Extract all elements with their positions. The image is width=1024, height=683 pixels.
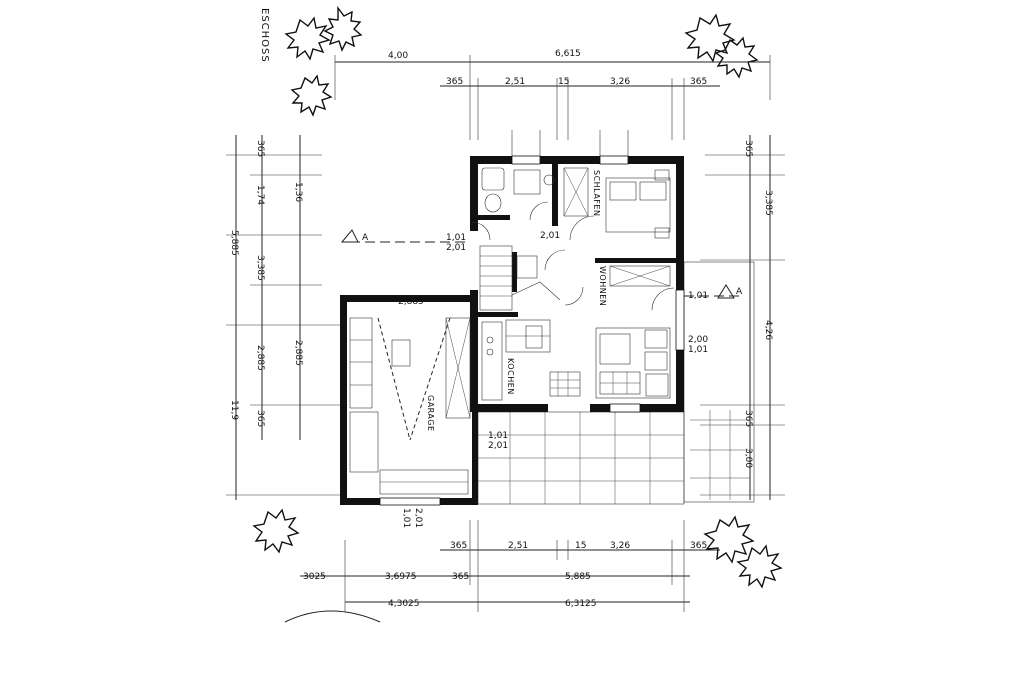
living-room: WOHNEN bbox=[595, 266, 675, 399]
room-label-bedroom: SCHLAFEN bbox=[592, 170, 601, 216]
dim-right-4: 365 bbox=[743, 410, 753, 427]
section-markers: A A bbox=[340, 229, 743, 299]
dimensions-left: 365 1,36 1,74 3,385 2,885 5,885 2,885 11… bbox=[226, 135, 340, 500]
window-openings bbox=[379, 155, 685, 506]
dim-top-inner-2: 2,51 bbox=[505, 77, 525, 87]
dim-left-8: 11,9 bbox=[229, 400, 239, 420]
dim-int-11: 1,01 bbox=[401, 508, 411, 528]
tree-icon-bottom-left bbox=[252, 508, 300, 554]
dim-int-7: 2,01 bbox=[488, 441, 508, 451]
dimensions-top: 4,00 6,615 365 2,51 15 3,26 365 bbox=[334, 49, 771, 158]
dim-left-1: 365 bbox=[255, 140, 265, 157]
tree-icon-bottom-right bbox=[703, 515, 783, 589]
dim-bottom2-1: 3025 bbox=[303, 572, 326, 582]
dim-left-3: 1,74 bbox=[255, 185, 265, 205]
dim-int-5: 2,00 bbox=[688, 335, 708, 345]
dim-top-outer-2: 6,615 bbox=[555, 49, 581, 59]
dim-bottom2-3: 365 bbox=[452, 572, 469, 582]
dim-int-6: 1,01 bbox=[688, 345, 708, 355]
patio-tiles bbox=[477, 411, 685, 505]
interior-dimensions: 2,01 1,01 2,01 1,01 2,00 1,01 2,01 2,885… bbox=[398, 231, 708, 528]
drawing-title: ESCHOSS bbox=[259, 8, 270, 63]
dim-top-inner-4: 3,26 bbox=[610, 77, 630, 87]
garage-walls bbox=[340, 295, 478, 505]
dim-left-4: 3,385 bbox=[255, 255, 265, 281]
staircase bbox=[479, 245, 584, 311]
dim-int-1: 2,01 bbox=[540, 231, 560, 241]
dim-top-inner-3: 15 bbox=[558, 77, 569, 87]
dim-bottom1-4: 3,26 bbox=[610, 541, 630, 551]
dim-right-1: 365 bbox=[743, 140, 753, 157]
dimensions-bottom: 365 2,51 15 3,26 365 3025 3,6975 365 5,8… bbox=[300, 520, 720, 612]
dim-right-5: 3,00 bbox=[743, 448, 753, 468]
dim-bottom3-2: 6,3125 bbox=[565, 599, 597, 609]
bedroom: SCHLAFEN bbox=[563, 167, 671, 287]
dim-bottom3-1: 4,3025 bbox=[388, 599, 420, 609]
dim-int-10: 2,01 bbox=[413, 508, 423, 528]
tree-icon-top-right bbox=[684, 13, 759, 79]
dim-int-4: 1,01 bbox=[688, 291, 708, 301]
dim-right-2: 3,385 bbox=[763, 190, 773, 216]
section-mark-left: A bbox=[362, 233, 369, 243]
dim-top-inner-5: 365 bbox=[690, 77, 707, 87]
room-label-garage: GARAGE bbox=[426, 395, 435, 432]
dim-int-3: 2,01 bbox=[446, 243, 466, 253]
dimensions-right: 365 3,385 4,26 365 3,00 bbox=[700, 135, 785, 500]
dim-int-9: 1,01 bbox=[488, 431, 508, 441]
ground-arc bbox=[284, 610, 381, 623]
tree-icon-top-left bbox=[284, 5, 363, 117]
dim-int-8: 2,885 bbox=[398, 297, 424, 307]
garage-interior: GARAGE bbox=[349, 317, 471, 495]
dim-bottom2-2: 3,6975 bbox=[385, 572, 417, 582]
dim-int-2: 1,01 bbox=[446, 233, 466, 243]
dim-left-2: 1,36 bbox=[293, 182, 303, 202]
dim-left-5: 2,885 bbox=[293, 340, 303, 366]
bathroom-fixtures bbox=[471, 167, 555, 241]
room-label-living: WOHNEN bbox=[598, 266, 607, 306]
section-mark-right: A bbox=[736, 287, 743, 297]
dim-bottom2-4: 5,885 bbox=[565, 572, 591, 582]
dim-bottom1-2: 2,51 bbox=[508, 541, 528, 551]
dim-top-outer-1: 4,00 bbox=[388, 51, 408, 61]
dim-left-7: 2,885 bbox=[255, 345, 265, 371]
dim-left-9: 365 bbox=[255, 410, 265, 427]
dim-left-6: 5,885 bbox=[229, 230, 239, 256]
kitchen: KOCHEN bbox=[481, 319, 581, 401]
dim-bottom1-5: 365 bbox=[690, 541, 707, 551]
dim-bottom1-1: 365 bbox=[450, 541, 467, 551]
dim-bottom1-3: 15 bbox=[575, 541, 586, 551]
dim-top-inner-1: 365 bbox=[446, 77, 463, 87]
dim-right-3: 4,26 bbox=[763, 320, 773, 340]
room-label-kitchen: KOCHEN bbox=[506, 358, 515, 395]
